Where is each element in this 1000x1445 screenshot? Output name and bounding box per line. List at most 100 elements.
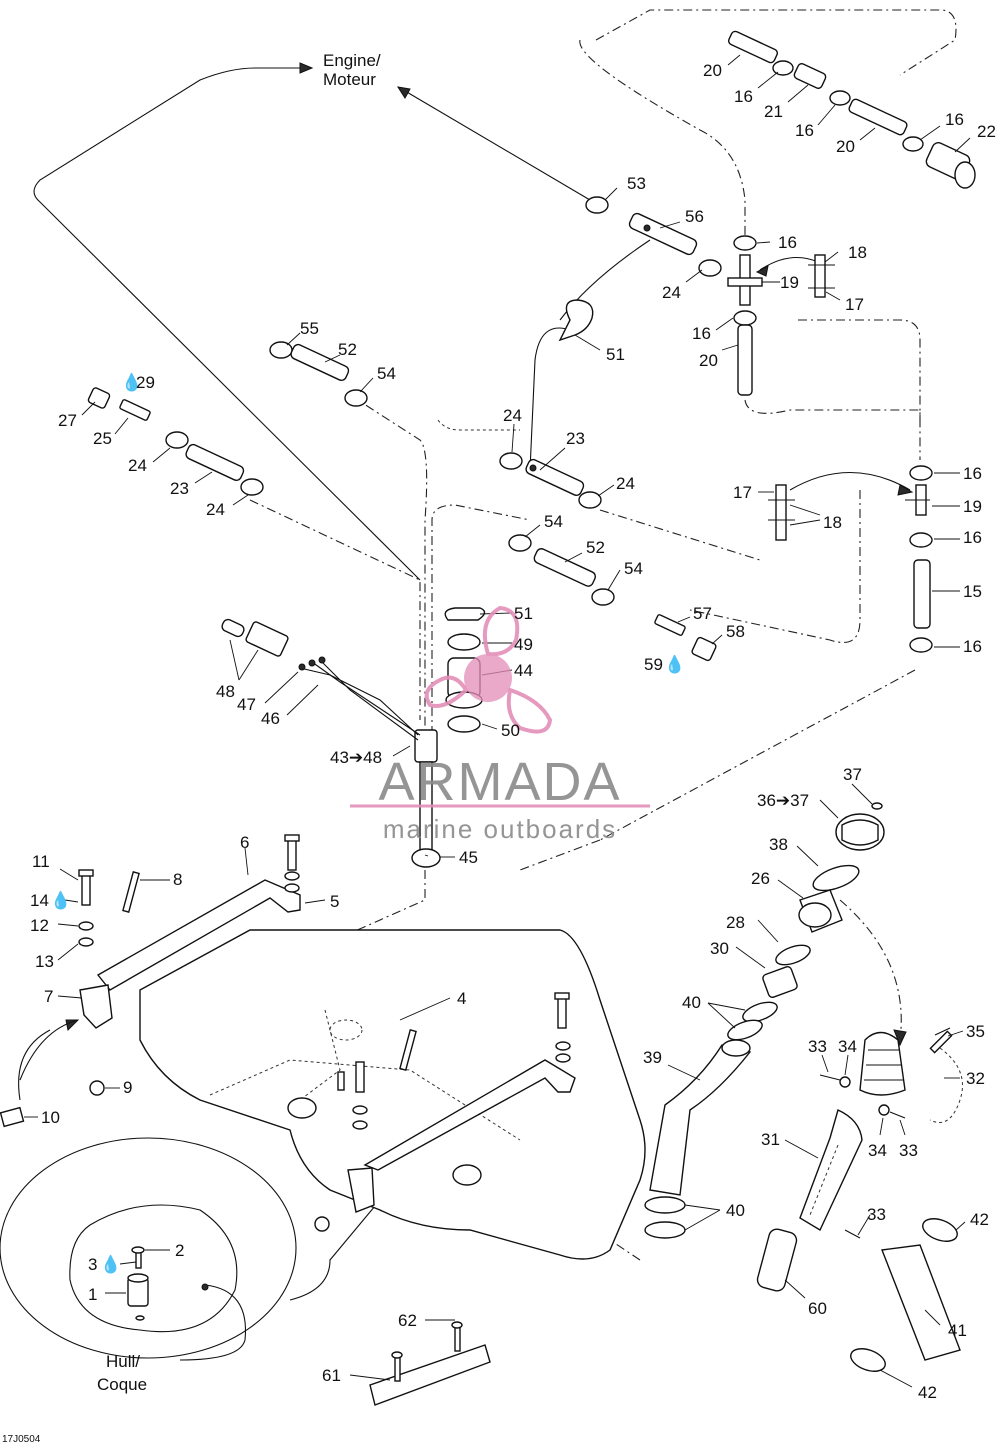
clamp-24 [165, 431, 189, 449]
callout: 60 [808, 1299, 827, 1318]
clamp-54 [508, 534, 532, 552]
callout: 46 [261, 709, 280, 728]
bolts [78, 834, 953, 1130]
callout: 35 [966, 1022, 985, 1041]
fuel-tank-assembly [0, 834, 953, 1260]
callout: 19 [963, 497, 982, 516]
filler-neck-assembly [644, 802, 885, 1239]
oil-drop-icon: 💧 [121, 372, 142, 392]
callout: 20 [836, 137, 855, 156]
callout: 16 [945, 110, 964, 129]
callout: 24 [503, 406, 522, 425]
callout: 48 [216, 682, 235, 701]
nut-30 [762, 966, 798, 998]
tank-4 [139, 929, 646, 1260]
callout: 37 [843, 765, 862, 784]
clamp-16 [909, 532, 933, 548]
tie-42 [922, 1218, 958, 1242]
clamp-24 [578, 491, 602, 509]
callout: 33 [899, 1141, 918, 1160]
callout: 45 [459, 848, 478, 867]
callout: 42 [918, 1383, 937, 1402]
fitting-17 [775, 484, 787, 541]
hose-39 [649, 1044, 752, 1196]
clamp-16 [733, 310, 757, 326]
hose-52 [290, 343, 350, 381]
hose-routing-lines [18, 9, 957, 1361]
sender-45 [411, 848, 441, 868]
callout: 23 [566, 429, 585, 448]
callout: 13 [35, 952, 54, 971]
callout: 3 [88, 1255, 97, 1274]
callout: 9 [123, 1078, 132, 1097]
watermark-brand: ARMADA [378, 752, 621, 812]
callout: 24 [128, 456, 147, 475]
callout: 52 [586, 538, 605, 557]
callout: 8 [173, 870, 182, 889]
callout: 51 [606, 345, 625, 364]
neck-26-body [798, 902, 832, 928]
leader-lines [24, 54, 971, 1388]
connector-22-cap [954, 161, 976, 189]
callout: 23 [170, 479, 189, 498]
callout-labels: Engine/ Moteur Hull/ Coque 17J0504 53 56… [2, 51, 996, 1445]
hose-60 [756, 1228, 798, 1292]
pad-10 [0, 1106, 25, 1128]
propeller-logo-icon [424, 605, 553, 734]
tie-42 [850, 1348, 886, 1372]
callout: 51 [514, 604, 533, 623]
clamp-53 [585, 196, 609, 214]
callout: 17 [733, 483, 752, 502]
callout: 43➔48 [330, 748, 382, 767]
callout: 55 [300, 319, 319, 338]
callout: 49 [514, 635, 533, 654]
callout: 58 [726, 622, 745, 641]
callout: 18 [823, 513, 842, 532]
cap-58 [691, 636, 717, 662]
callout: 34 [868, 1141, 887, 1160]
fitting-57 [654, 614, 686, 636]
right-fittings [768, 465, 933, 653]
connector-48 [221, 618, 245, 638]
vent-assembly [756, 1027, 963, 1372]
strap-6 [96, 879, 301, 991]
clamp-40 [742, 1001, 778, 1023]
callout: 56 [685, 207, 704, 226]
sleeve-41 [881, 1244, 961, 1361]
bracket-7-right [347, 1167, 375, 1213]
washer-34 [878, 1104, 890, 1116]
clamp-54 [344, 389, 368, 407]
connector-21 [793, 63, 827, 89]
callout: 61 [322, 1366, 341, 1385]
watermark-tagline: marine outboards [383, 814, 617, 844]
callout: 4 [457, 989, 466, 1008]
callout: 14 [30, 891, 49, 910]
hose-23 [525, 458, 585, 496]
clamp-16 [772, 60, 794, 76]
callout: 40 [682, 993, 701, 1012]
callout: 11 [32, 852, 50, 871]
callout: 38 [769, 835, 788, 854]
detail-circle [0, 1137, 297, 1359]
oil-drop-icon: 💧 [100, 1254, 121, 1274]
callout: 24 [662, 283, 681, 302]
center-tee-fittings [585, 196, 835, 396]
hull-label-line2: Coque [97, 1375, 147, 1394]
callout: 28 [726, 913, 745, 932]
callout: 30 [710, 939, 729, 958]
hose-20-vertical [737, 324, 753, 396]
callout: 16 [778, 233, 797, 252]
callout: 15 [963, 582, 982, 601]
callout: 12 [30, 916, 49, 935]
fitting-25 [119, 399, 151, 421]
block-61 [369, 1344, 491, 1406]
clamp-50 [447, 715, 481, 733]
callout: 26 [751, 869, 770, 888]
callout: 19 [780, 273, 799, 292]
callout: 29 [136, 373, 155, 392]
callout: 27 [58, 411, 77, 430]
callout: 24 [206, 500, 225, 519]
clamp-24 [499, 452, 523, 470]
hose-56 [628, 212, 698, 256]
